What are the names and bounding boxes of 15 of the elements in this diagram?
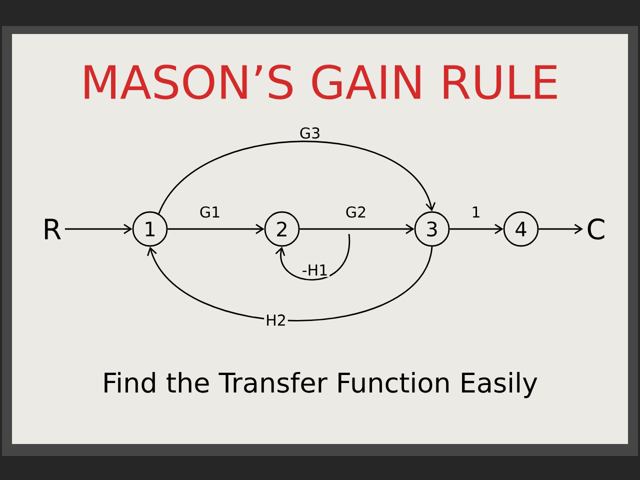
arrow: [300, 224, 414, 234]
signal-label: R: [45, 218, 61, 240]
arrow: [538, 224, 584, 234]
title: MASON’S GAIN RULE: [84, 64, 557, 100]
arrow: [64, 224, 132, 234]
arrow: [147, 246, 433, 322]
edge-label: H2: [264, 312, 288, 328]
edge-label: 1: [470, 205, 482, 219]
arrow: [158, 140, 436, 214]
signal-label: C: [588, 218, 604, 240]
arrow: [275, 234, 350, 280]
caption: Find the Transfer Function Easily: [104, 372, 538, 398]
arrow: [168, 224, 264, 234]
edge-label: -H1: [300, 263, 330, 277]
arrow: [450, 224, 504, 234]
